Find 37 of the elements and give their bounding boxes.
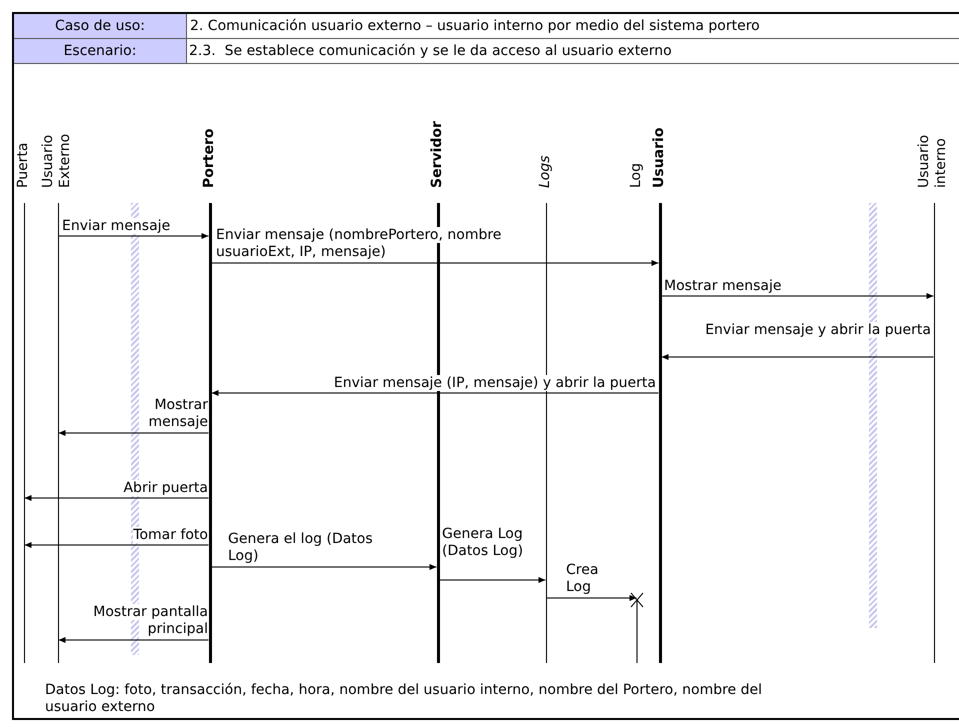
message-label: Enviar mensaje: [62, 218, 172, 235]
message-arrow: [58, 637, 209, 643]
header-cell: Caso de uso:: [14, 14, 187, 39]
participant-label: Puerta: [15, 141, 32, 188]
participant-label: Usuario interno: [916, 134, 950, 188]
message-arrow: [24, 542, 209, 548]
message-label: Mostrar mensaje: [148, 397, 208, 431]
note-text: Datos Log: foto, transacción, fecha, hora, nombre del usuario interno, nombre del Portero, nombre del usuario externo: [45, 682, 764, 716]
participant-label: Portero: [201, 128, 218, 188]
message-arrow: [24, 495, 209, 501]
participant-label: Logs: [537, 154, 554, 188]
participant-label: Usuario: [651, 126, 668, 188]
message-label: Mostrar mensaje: [664, 278, 782, 295]
message-label: Enviar mensaje (nombrePortero, nombre usuarioExt, IP, mensaje): [216, 227, 502, 261]
message-arrow: [211, 564, 437, 570]
message-arrow: [661, 354, 934, 360]
header-cell: Escenario:: [14, 39, 187, 64]
message-label: Mostrar pantalla principal: [92, 604, 208, 638]
message-arrow: [439, 577, 546, 583]
message-label: Enviar mensaje (IP, mensaje) y abrir la puerta: [332, 375, 656, 392]
message-arrow: [58, 233, 209, 239]
message-label: Enviar mensaje y abrir la puerta: [705, 322, 931, 339]
message-arrow: [211, 260, 659, 266]
participant-label: Usuario Externo: [40, 132, 74, 188]
participant-label: Servidor: [429, 120, 446, 188]
participant-label: Log: [628, 162, 645, 188]
header-cell: 2. Comunicación usuario externo – usuario interno por medio del sistema portero: [187, 14, 959, 39]
message-arrow: [661, 293, 934, 299]
message-label: Tomar foto: [132, 527, 208, 544]
message-label: Crea Log: [566, 562, 600, 596]
message-arrow: [58, 430, 209, 436]
message-label: Genera el log (Datos Log): [228, 531, 374, 565]
header-cell: 2.3. Se establece comunicación y se le da acceso al usuario externo: [187, 39, 959, 64]
message-label: Abrir puerta: [122, 480, 208, 497]
message-label: Genera Log (Datos Log): [442, 526, 524, 560]
message-arrow: [211, 390, 659, 396]
message-arrow: [546, 595, 637, 601]
